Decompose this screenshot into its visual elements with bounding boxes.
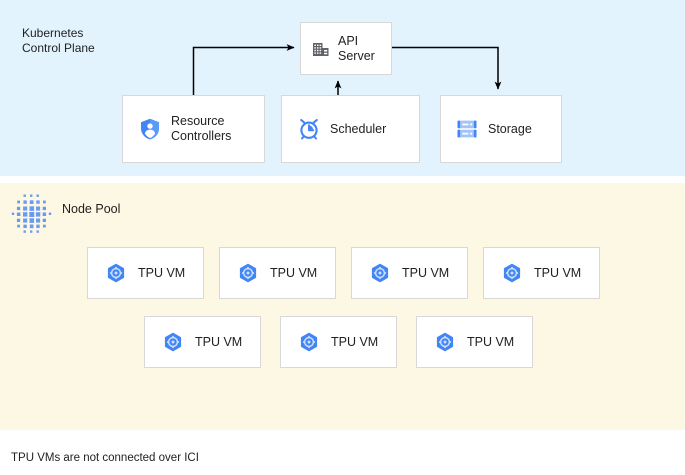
tpu-vm-card[interactable]: TPU VM	[483, 247, 600, 299]
tpu-vm-card[interactable]: TPU VM	[219, 247, 336, 299]
tpu-hexagon-icon	[107, 263, 125, 283]
tpu-vm-label: TPU VM	[138, 266, 186, 280]
node-pool-title: Node Pool	[62, 202, 121, 216]
card-resource-controllers-label: Resource Controllers	[171, 114, 232, 143]
shield-person-icon	[141, 118, 159, 140]
card-resource-controllers[interactable]: Resource Controllers	[122, 95, 265, 163]
alarm-clock-icon	[300, 118, 318, 140]
card-scheduler[interactable]: Scheduler	[281, 95, 420, 163]
tpu-vm-label: TPU VM	[195, 335, 243, 349]
node-pool-panel	[0, 183, 685, 430]
tpu-vm-card[interactable]: TPU VM	[144, 316, 261, 368]
control-plane-title: Kubernetes Control Plane	[22, 26, 95, 55]
tpu-hexagon-icon	[239, 263, 257, 283]
tpu-hexagon-icon	[436, 332, 454, 352]
tpu-hexagon-icon	[164, 332, 182, 352]
tpu-vm-card[interactable]: TPU VM	[351, 247, 468, 299]
tpu-vm-card[interactable]: TPU VM	[87, 247, 204, 299]
card-scheduler-label: Scheduler	[330, 121, 387, 136]
tpu-vm-label: TPU VM	[534, 266, 582, 280]
tpu-hexagon-icon	[503, 263, 521, 283]
tpu-vm-label: TPU VM	[467, 335, 515, 349]
tpu-vm-label: TPU VM	[270, 266, 318, 280]
card-storage[interactable]: Storage	[440, 95, 562, 163]
tpu-hexagon-icon	[300, 332, 318, 352]
tpu-vm-card[interactable]: TPU VM	[416, 316, 533, 368]
tpu-hexagon-icon	[371, 263, 389, 283]
card-api-server[interactable]: API Server	[300, 22, 392, 75]
tpu-vm-label: TPU VM	[331, 335, 379, 349]
dot-matrix-icon	[11, 194, 52, 233]
server-rack-icon	[457, 120, 477, 138]
diagram-caption: TPU VMs are not connected over ICI	[11, 452, 199, 464]
tpu-vm-card[interactable]: TPU VM	[280, 316, 397, 368]
card-storage-label: Storage	[488, 121, 532, 136]
tpu-vm-label: TPU VM	[402, 266, 450, 280]
building-icon	[313, 42, 329, 56]
card-api-server-label: API Server	[338, 33, 375, 63]
